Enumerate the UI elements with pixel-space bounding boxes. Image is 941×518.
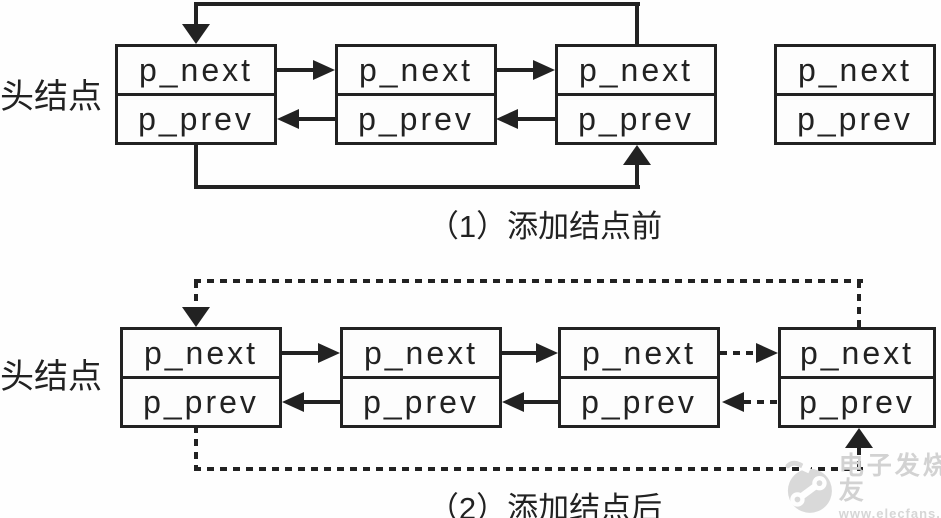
- dotted-rail-top-horizontal: [194, 279, 863, 283]
- node-box: p_next p_prev: [555, 44, 717, 145]
- node-prev-cell: p_prev: [123, 376, 279, 425]
- node-next-cell: p_next: [797, 52, 913, 88]
- arrow-next-1-2-head-icon: [313, 60, 335, 80]
- node-prev-cell: p_prev: [561, 376, 717, 425]
- watermark-url: www.elecfans.com: [838, 506, 941, 518]
- dotted-rail-bottom-arrow-head-icon: [845, 428, 873, 448]
- watermark: 电子发烧友 www.elecfans.com: [785, 454, 941, 518]
- node-box: p_next p_prev: [335, 44, 497, 145]
- node-box: p_next p_prev: [115, 44, 277, 145]
- arrow-prev-2-1-head-icon: [277, 109, 299, 129]
- arrow-next-2-3-head-icon: [536, 343, 558, 363]
- arrow-next-2-3-head-icon: [533, 60, 555, 80]
- dotted-rail-bottom-right-vertical: [857, 448, 861, 471]
- arrow-prev-2-1-line: [298, 117, 335, 121]
- head-node-label: 头结点: [0, 358, 102, 396]
- head-node-label: 头结点: [0, 78, 102, 116]
- arrow-next-3-4-head-icon: [756, 343, 778, 363]
- rail-top-right-vertical: [635, 2, 639, 45]
- caption-after: （2）添加结点后: [427, 491, 663, 518]
- node-next-cell: p_next: [363, 335, 479, 371]
- node-prev-cell: p_prev: [338, 93, 494, 142]
- dotted-rail-bottom-horizontal: [194, 467, 863, 471]
- arrow-next-2-3-line: [502, 351, 536, 355]
- rail-bottom-right-vertical: [635, 164, 639, 189]
- arrow-next-3-4-dotted-line: [720, 351, 756, 355]
- dotted-rail-bottom-left-vertical: [194, 426, 198, 471]
- node-box-standalone: p_next p_prev: [774, 44, 936, 145]
- node-next-cell: p_next: [799, 335, 915, 371]
- node-box: p_next p_prev: [558, 327, 720, 428]
- arrow-next-1-2-line: [282, 351, 318, 355]
- node-box-inserted: p_next p_prev: [778, 327, 936, 428]
- rail-bottom-left-vertical: [194, 144, 198, 189]
- elecfans-logo-icon: [785, 460, 832, 513]
- node-next-cell: p_next: [358, 52, 474, 88]
- watermark-brand: 电子发烧友: [838, 452, 941, 505]
- node-next-cell: p_next: [143, 335, 259, 371]
- arrow-next-2-3-line: [496, 68, 535, 72]
- arrow-prev-4-3-dotted-line: [744, 400, 778, 404]
- arrow-prev-3-2-line: [523, 400, 558, 404]
- node-prev-cell: p_prev: [777, 93, 933, 142]
- node-prev-cell: p_prev: [558, 93, 714, 142]
- dotted-rail-top-left-vertical: [194, 281, 198, 307]
- arrow-prev-3-2-head-icon: [496, 109, 518, 129]
- rail-bottom-arrow-head-icon: [623, 145, 651, 165]
- node-prev-cell: p_prev: [781, 376, 933, 425]
- node-next-cell: p_next: [138, 52, 254, 88]
- caption-before: （1）添加结点前: [427, 209, 663, 244]
- arrow-prev-2-1-head-icon: [282, 392, 304, 412]
- dotted-rail-top-arrow-head-icon: [182, 307, 210, 327]
- node-next-cell: p_next: [578, 52, 694, 88]
- arrow-next-1-2-head-icon: [318, 343, 340, 363]
- node-box: p_next p_prev: [340, 327, 502, 428]
- node-box: p_next p_prev: [120, 327, 282, 428]
- rail-top-arrow-head-icon: [182, 24, 210, 44]
- watermark-text: 电子发烧友 www.elecfans.com: [839, 454, 941, 518]
- node-prev-cell: p_prev: [118, 93, 274, 142]
- arrow-prev-2-1-line: [303, 400, 340, 404]
- arrow-prev-3-2-line: [517, 117, 555, 121]
- arrow-prev-4-3-head-icon: [722, 392, 744, 412]
- arrow-prev-3-2-head-icon: [502, 392, 524, 412]
- node-next-cell: p_next: [581, 335, 697, 371]
- rail-top-horizontal: [194, 2, 640, 6]
- dotted-rail-top-right-vertical: [857, 281, 861, 327]
- node-prev-cell: p_prev: [343, 376, 499, 425]
- arrow-next-1-2-line: [277, 68, 315, 72]
- rail-top-left-vertical: [194, 2, 198, 25]
- rail-bottom-horizontal: [194, 185, 640, 189]
